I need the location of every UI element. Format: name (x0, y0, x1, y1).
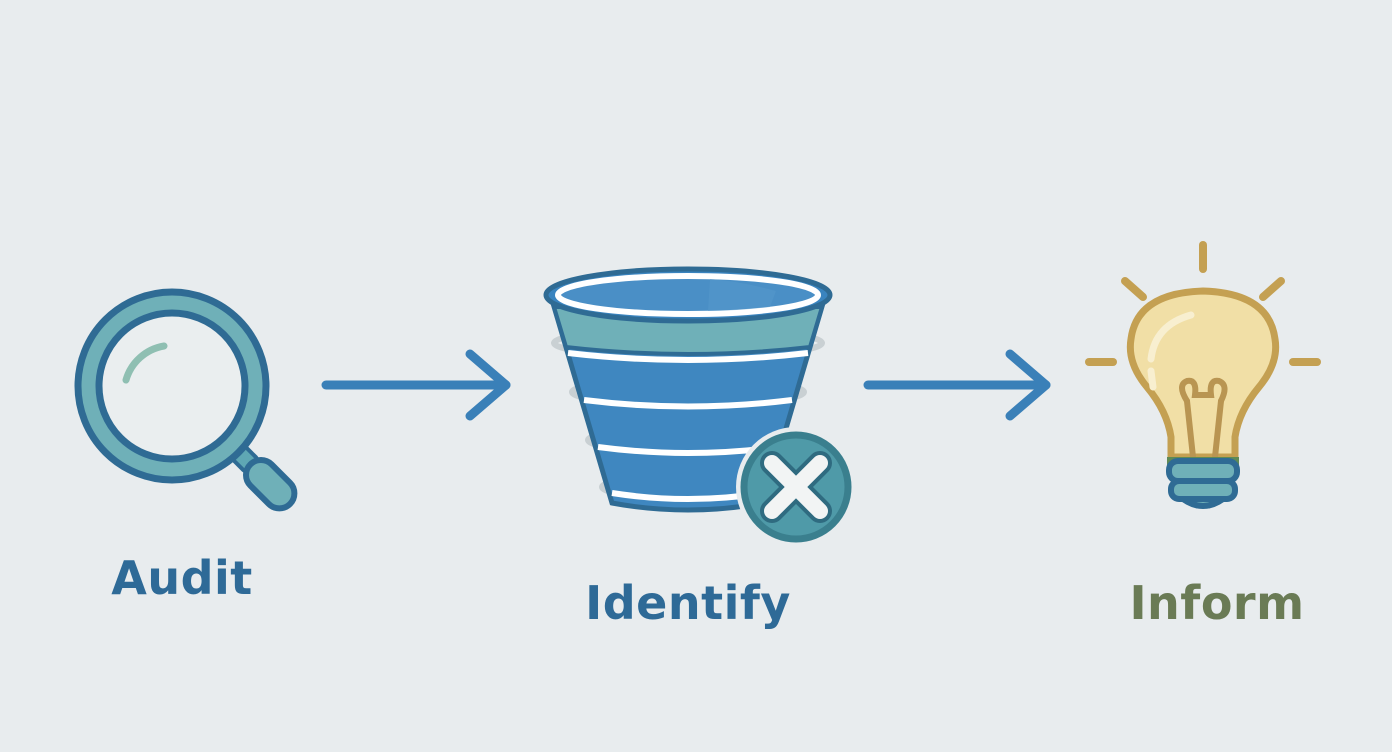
step-label-identify: Identify (585, 576, 791, 630)
step-label-inform: Inform (1129, 576, 1305, 630)
magnifying-glass-icon (74, 288, 298, 512)
arrow-right-icon (863, 349, 1051, 421)
lightbulb-icon (1085, 241, 1321, 509)
funnel-with-x-icon (543, 266, 856, 547)
arrow-right-icon (321, 349, 511, 421)
step-label-audit: Audit (111, 551, 253, 605)
